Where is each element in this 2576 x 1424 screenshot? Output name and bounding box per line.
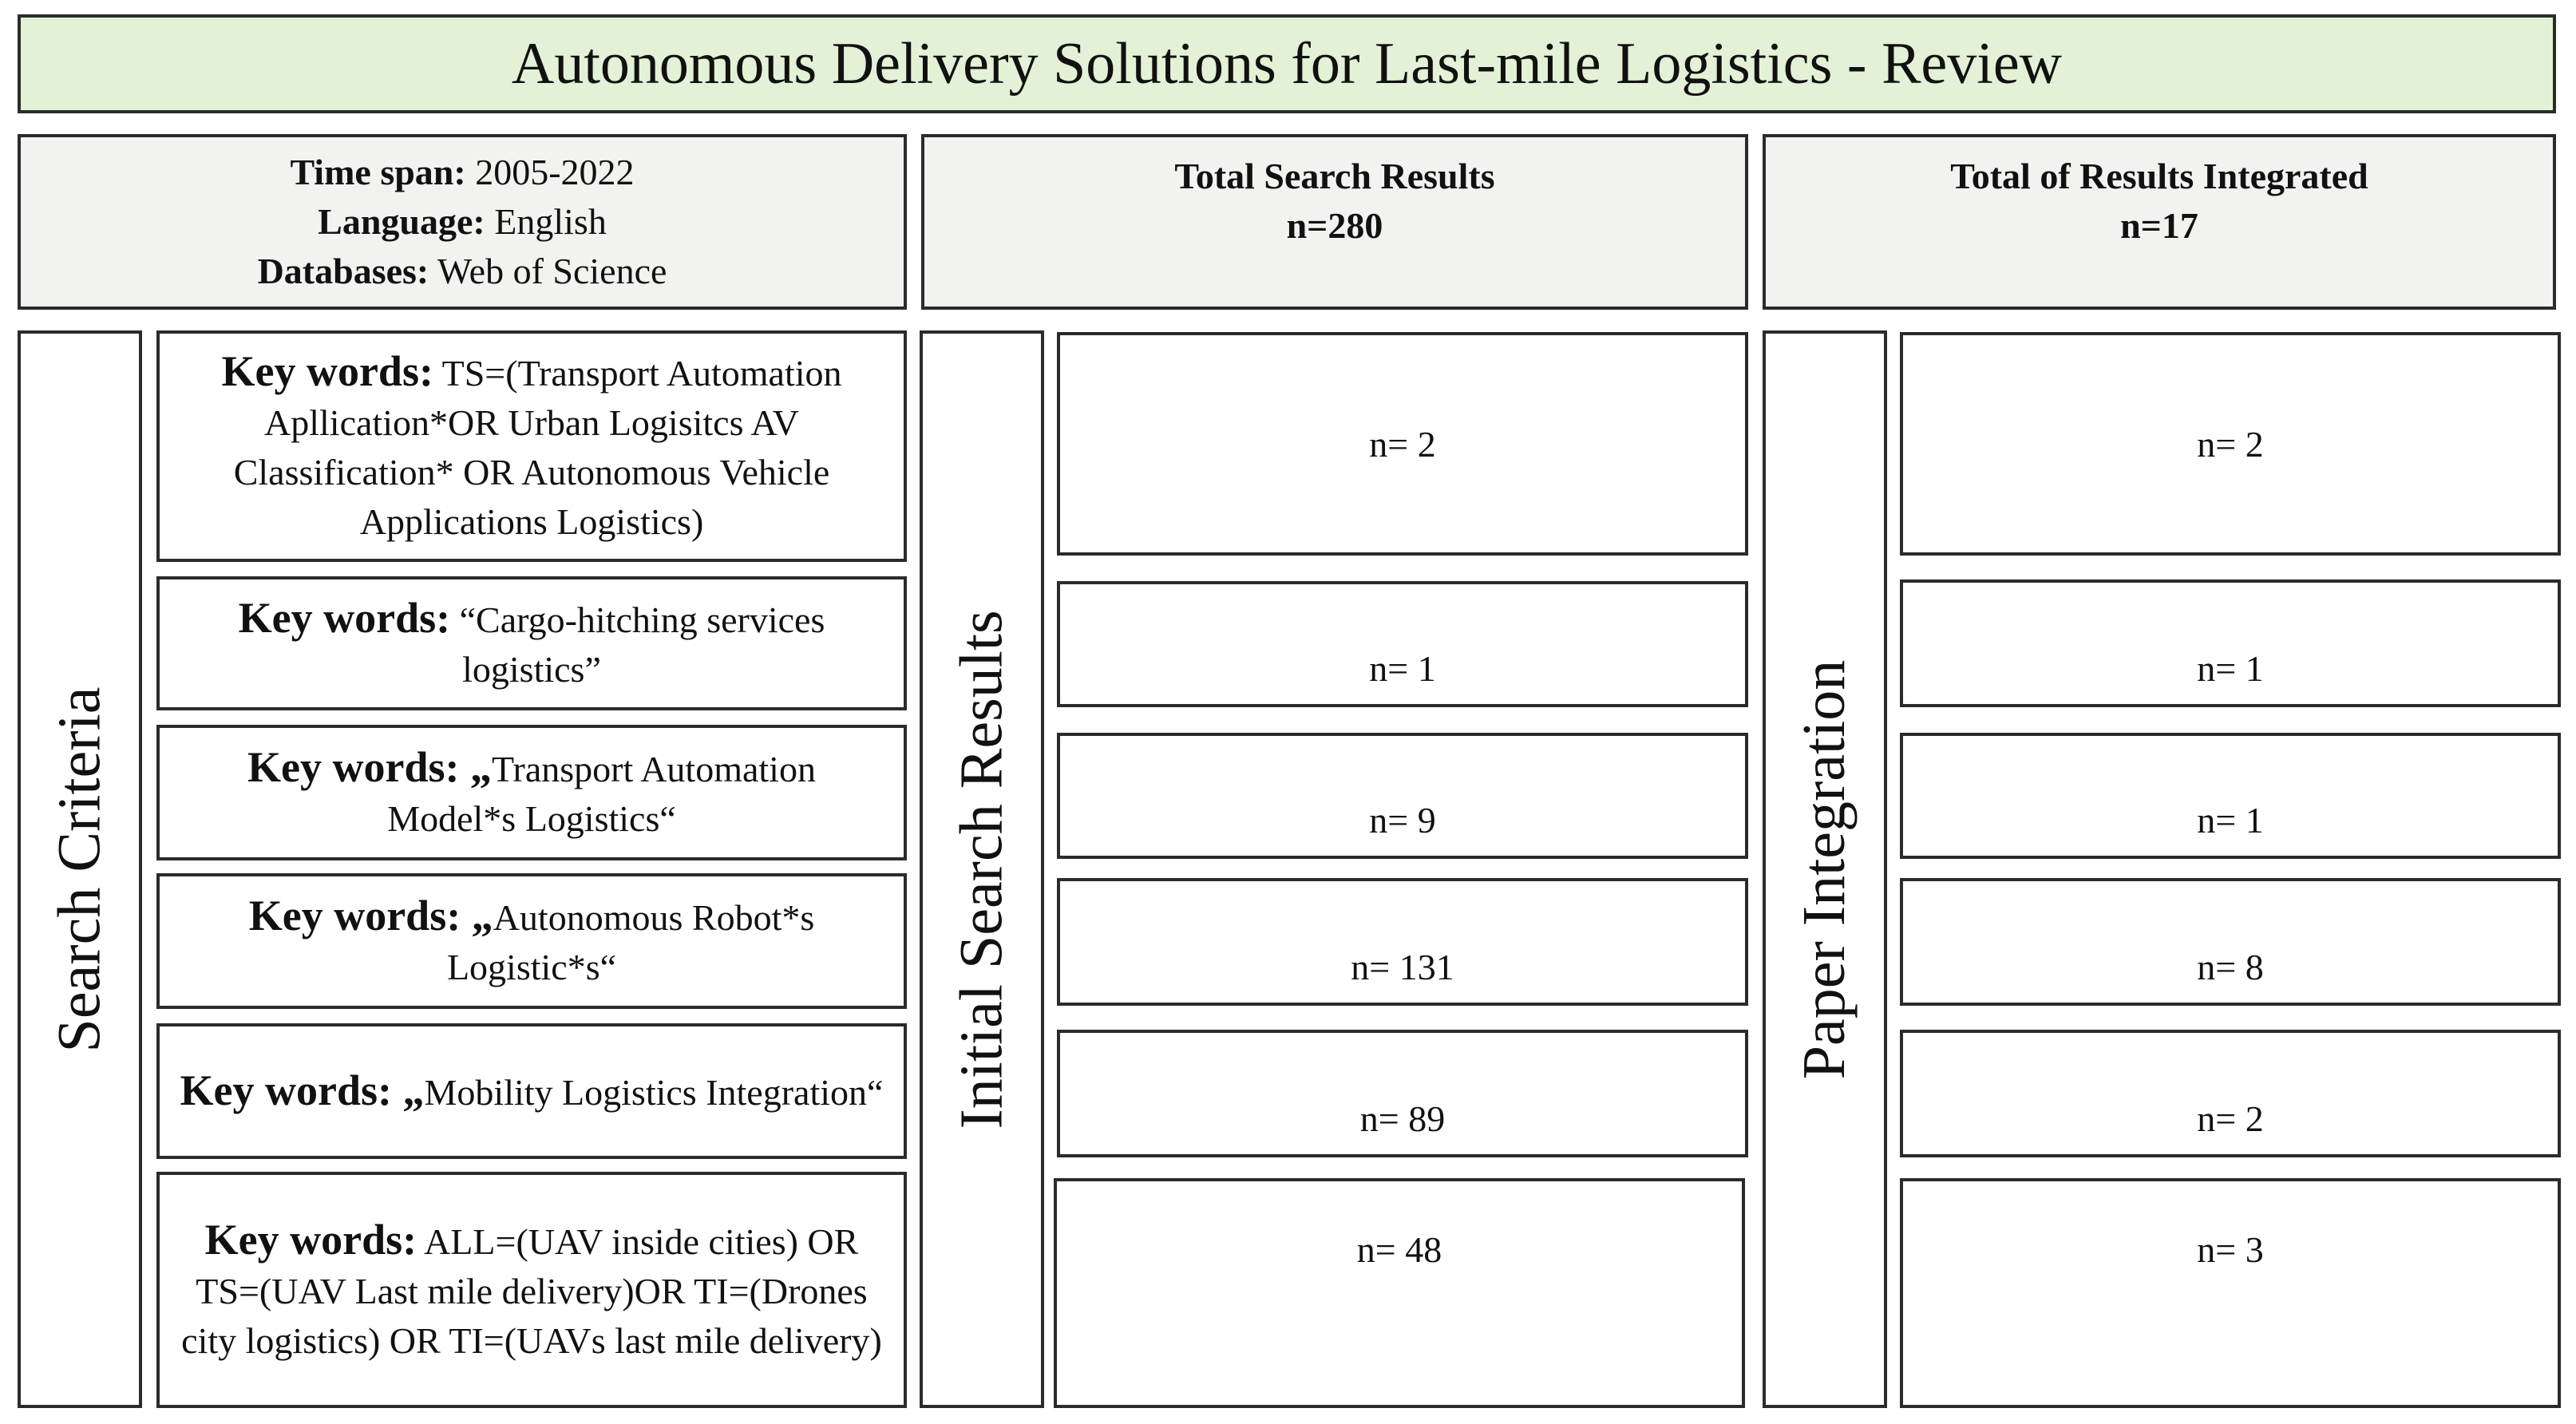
total-integrated-box: Total of Results Integrated n=17 [1763,134,2556,310]
time-span-value: 2005-2022 [465,152,635,192]
total-integrated-value: n=17 [2120,205,2198,246]
paper-integration-side-box: Paper Integration [1763,330,1887,1408]
keyword-label: Key words: „ [180,1066,425,1114]
keyword-query: TS=(Transport Automation Apllication*OR … [233,352,842,542]
integrated-count: n= 1 [2197,800,2264,841]
keyword-box: Key words: „Transport Automation Model*s… [156,725,907,860]
total-integrated-title: Total of Results Integrated [1950,156,2368,196]
databases-line: Databases: Web of Science [258,247,667,296]
title-text: Autonomous Delivery Solutions for Last-m… [511,30,2063,97]
initial-count-box: n= 48 [1054,1178,1745,1408]
initial-search-label: Initial Search Results [948,609,1015,1129]
integrated-count: n= 3 [2197,1228,2264,1270]
paper-integration-label: Paper Integration [1791,659,1858,1079]
keyword-box: Key words: „Autonomous Robot*s Logistic*… [156,873,907,1009]
integrated-count-box: n= 2 [1900,1030,2561,1157]
integrated-count: n= 2 [2197,1098,2264,1139]
keyword-text: Key words: „Autonomous Robot*s Logistic*… [179,891,884,992]
keyword-query: “Cargo-hitching services logistics” [450,599,825,690]
integrated-count: n= 1 [2197,648,2264,689]
integrated-count: n= 2 [2197,423,2264,465]
initial-count-box: n= 9 [1057,733,1748,859]
keyword-query: Mobility Logistics Integration“ [424,1071,884,1113]
search-parameters-box: Time span: 2005-2022 Language: English D… [18,134,907,310]
keyword-box: Key words: ALL=(UAV inside cities) OR TS… [156,1172,907,1408]
initial-search-side-box: Initial Search Results [920,330,1044,1408]
databases-label: Databases: [257,251,429,291]
initial-count: n= 89 [1359,1098,1446,1139]
language-line: Language: English [318,197,607,247]
time-span-label: Time span: [290,152,466,192]
keyword-box: Key words: „Mobility Logistics Integrati… [156,1023,907,1159]
search-criteria-side-box: Search Criteria [18,330,142,1408]
integrated-count-box: n= 1 [1900,733,2561,859]
keyword-text: Key words: TS=(Transport Automation Apll… [179,346,884,547]
initial-count: n= 1 [1369,648,1436,689]
keyword-label: Key words: [204,1215,417,1264]
keyword-label: Key words: „ [247,742,493,791]
initial-count: n= 48 [1356,1228,1442,1270]
integrated-count-box: n= 2 [1900,332,2561,556]
total-search-results-value: n=280 [1286,205,1383,246]
integrated-count-box: n= 1 [1900,579,2561,707]
initial-count-box: n= 2 [1057,332,1748,556]
language-value: English [485,201,607,242]
total-search-results-title: Total Search Results [1174,156,1495,196]
integrated-count-box: n= 8 [1900,878,2561,1006]
integrated-count-box: n= 3 [1900,1178,2561,1408]
initial-count-box: n= 1 [1057,581,1748,707]
databases-value: Web of Science [429,251,667,291]
initial-count: n= 9 [1369,800,1436,841]
initial-count: n= 131 [1351,947,1454,987]
initial-count-box: n= 89 [1057,1030,1748,1157]
keyword-box: Key words: TS=(Transport Automation Apll… [156,330,907,562]
keyword-box: Key words: “Cargo-hitching services logi… [156,576,907,710]
keyword-label: Key words: [221,346,433,395]
keyword-label: Key words: „ [248,891,493,939]
keyword-text: Key words: ALL=(UAV inside cities) OR TS… [179,1215,884,1366]
keyword-query: Autonomous Robot*s Logistic*s“ [446,896,815,987]
keyword-text: Key words: „Transport Automation Model*s… [179,742,884,844]
time-span-line: Time span: 2005-2022 [290,148,634,197]
search-criteria-label: Search Criteria [46,686,113,1052]
initial-count: n= 2 [1369,423,1436,465]
integrated-count: n= 8 [2197,947,2264,987]
keyword-text: Key words: “Cargo-hitching services logi… [179,593,884,694]
language-label: Language: [318,201,485,242]
keyword-label: Key words: [238,593,451,642]
total-search-results-box: Total Search Results n=280 [921,134,1748,310]
keyword-text: Key words: „Mobility Logistics Integrati… [180,1066,884,1117]
initial-count-box: n= 131 [1057,878,1748,1006]
keyword-query: ALL=(UAV inside cities) OR TS=(UAV Last … [181,1220,882,1361]
page-title: Autonomous Delivery Solutions for Last-m… [18,14,2556,113]
keyword-query: Transport Automation Model*s Logistics“ [387,748,816,839]
